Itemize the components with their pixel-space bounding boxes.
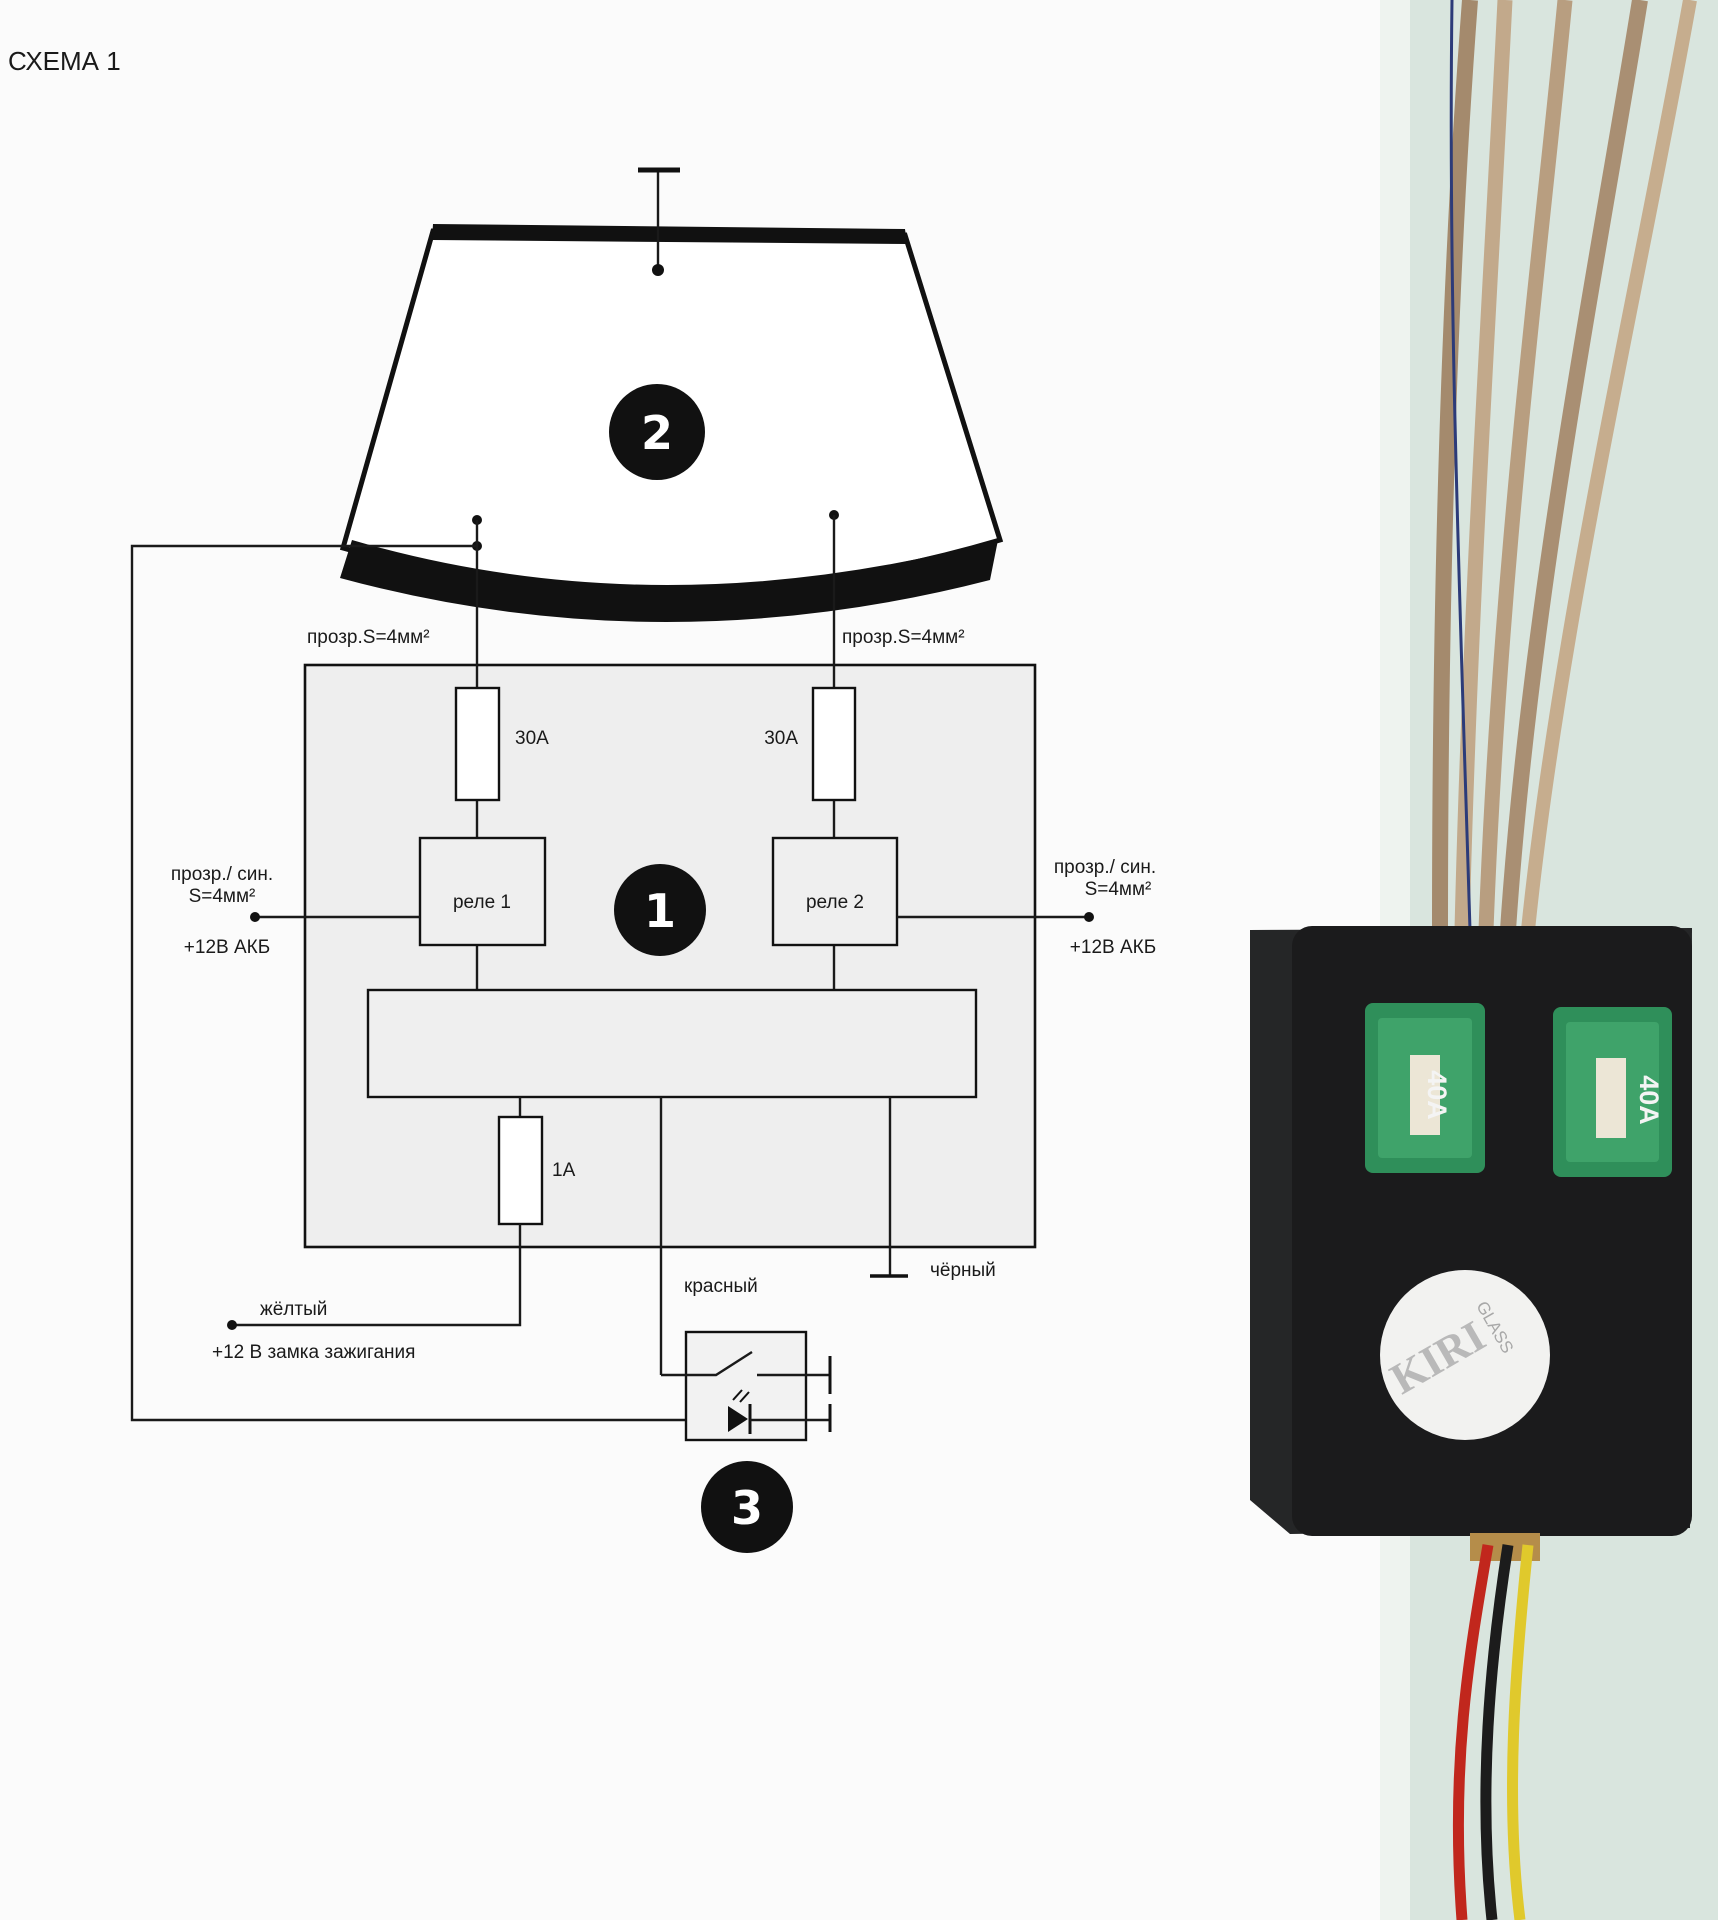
marker-2-badge: [609, 384, 705, 480]
page-title: СХЕМА 1: [8, 46, 121, 76]
button-led-ray-1: [732, 1389, 743, 1401]
device-output-wires: [1452, 1544, 1534, 1920]
output-wire-yellow: [1506, 1544, 1534, 1920]
fuse-30a-right: [811, 686, 857, 802]
cable-blue-stripe: [1449, 0, 1472, 931]
device-fuse-right-rating: 40A: [1634, 1075, 1664, 1125]
yellow-wire-line: [232, 1224, 522, 1327]
red-wire-label: красный: [684, 1276, 758, 1297]
right-power-label-3: +12В АКБ: [1070, 937, 1156, 958]
cable-bundle: [1432, 0, 1697, 931]
button-housing: [684, 1330, 808, 1442]
fuse-30a-left: [454, 686, 501, 802]
control-board: [366, 988, 978, 1099]
left-power-label-3: +12В АКБ: [184, 937, 270, 958]
left-power-label-1: прозр./ син.: [171, 864, 273, 885]
left-power-label-2: S=4мм²: [189, 886, 256, 907]
output-wire-black: [1480, 1544, 1514, 1920]
device-fuse-right-window: [1596, 1058, 1626, 1138]
device-fuse-left-rating: 40A: [1422, 1070, 1452, 1120]
button-switch-contact: [661, 1350, 753, 1377]
button-led-ray-2: [739, 1391, 750, 1403]
relay-2-label: реле 2: [806, 892, 864, 913]
right-power-label-1: прозр./ син.: [1054, 857, 1156, 878]
marker-3-number: 3: [731, 1481, 763, 1535]
relay-1: [418, 836, 547, 947]
indicator-feed-wire: [130, 544, 716, 1422]
cable-3: [1478, 0, 1573, 931]
yellow-wire-label: жёлтый: [260, 1299, 327, 1320]
marker-1: 1: [614, 864, 706, 956]
ignition-label: +12 В замка зажигания: [212, 1342, 415, 1363]
fuse-30a-left-label: 30А: [515, 728, 549, 749]
black-wire-label: чёрный: [930, 1260, 996, 1281]
wire-label-right: прозр.S=4мм²: [842, 627, 965, 648]
fuse-1a-label: 1А: [552, 1160, 576, 1181]
left-power-terminal: [250, 912, 260, 922]
window-heater-button: [661, 1330, 832, 1442]
marker-3: 3: [701, 1461, 793, 1553]
ignition-terminal: [227, 1320, 237, 1330]
fuse-30a-right-label: 30А: [764, 728, 798, 749]
control-device-photo: 40A 40A KIRI GLASS: [1250, 926, 1692, 1561]
marker-2: 2: [609, 384, 705, 480]
right-power-terminal: [1084, 912, 1094, 922]
device-sticker: [1380, 1270, 1550, 1440]
marker-1-number: 1: [644, 884, 676, 938]
marker-2-number: 2: [641, 406, 673, 460]
right-power-label-2: S=4мм²: [1085, 879, 1152, 900]
marker-1-badge: [614, 864, 706, 956]
cable-1: [1432, 0, 1478, 931]
window-top-busbar: [432, 224, 907, 244]
cable-5: [1521, 0, 1697, 931]
window-top-terminal: [652, 264, 664, 276]
relay-2: [771, 836, 899, 947]
device-fuse-left-window: [1410, 1055, 1440, 1135]
relay-1-label: реле 1: [453, 892, 511, 913]
wire-label-left: прозр.S=4мм²: [307, 627, 430, 648]
output-wire-red: [1452, 1544, 1494, 1920]
marker-3-badge: [701, 1461, 793, 1553]
module-box: [303, 663, 1037, 1249]
button-led-diode: [728, 1406, 748, 1432]
cable-4: [1500, 0, 1648, 931]
control-module: 30А 30А реле 1 реле 2 1А: [303, 515, 1037, 1375]
fuse-1a: [497, 1115, 544, 1226]
